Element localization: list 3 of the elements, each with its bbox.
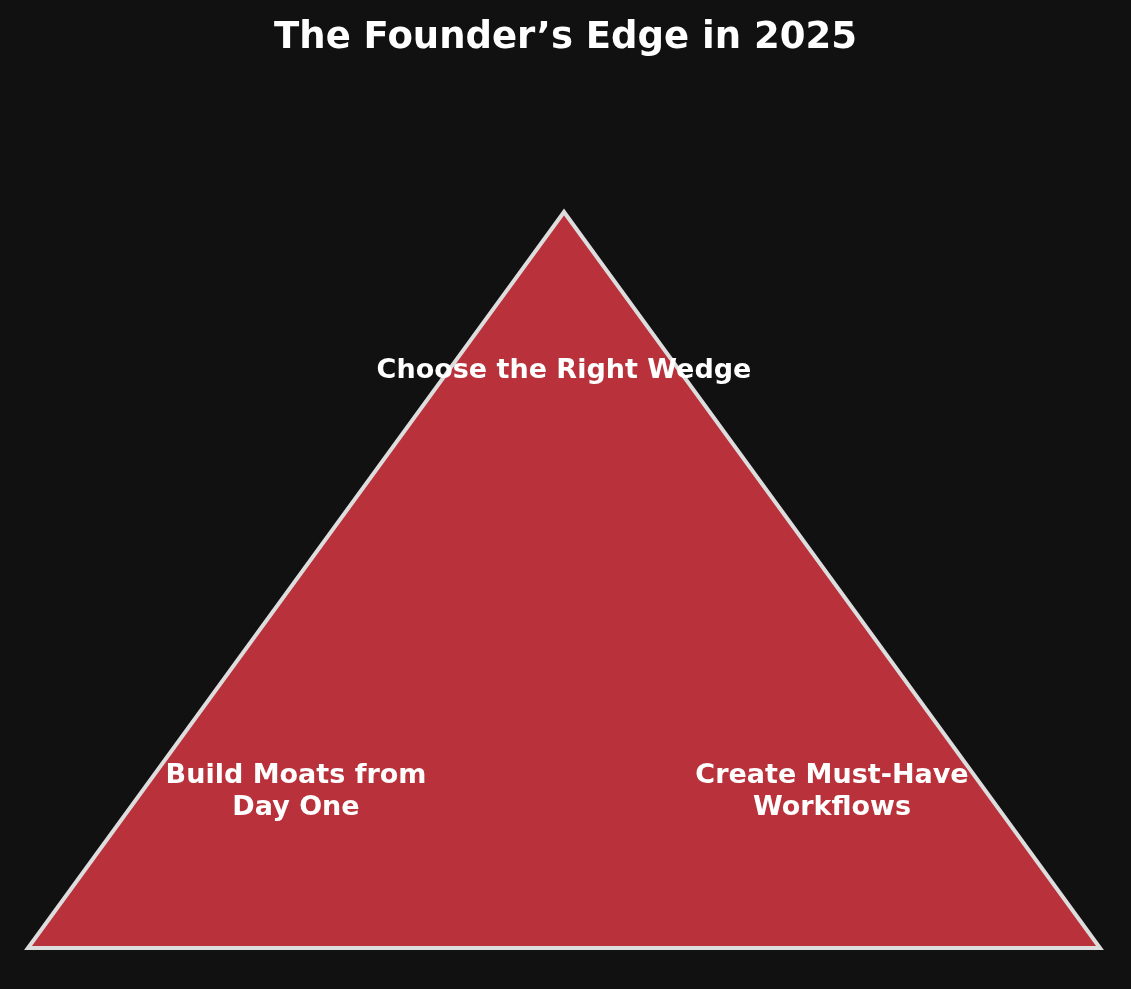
corner-label: Create Must-Have Workflows [694, 758, 970, 822]
corner-label: Build Moats from Day One [164, 758, 428, 822]
diagram-title: The Founder’s Edge in 2025 [274, 14, 857, 57]
